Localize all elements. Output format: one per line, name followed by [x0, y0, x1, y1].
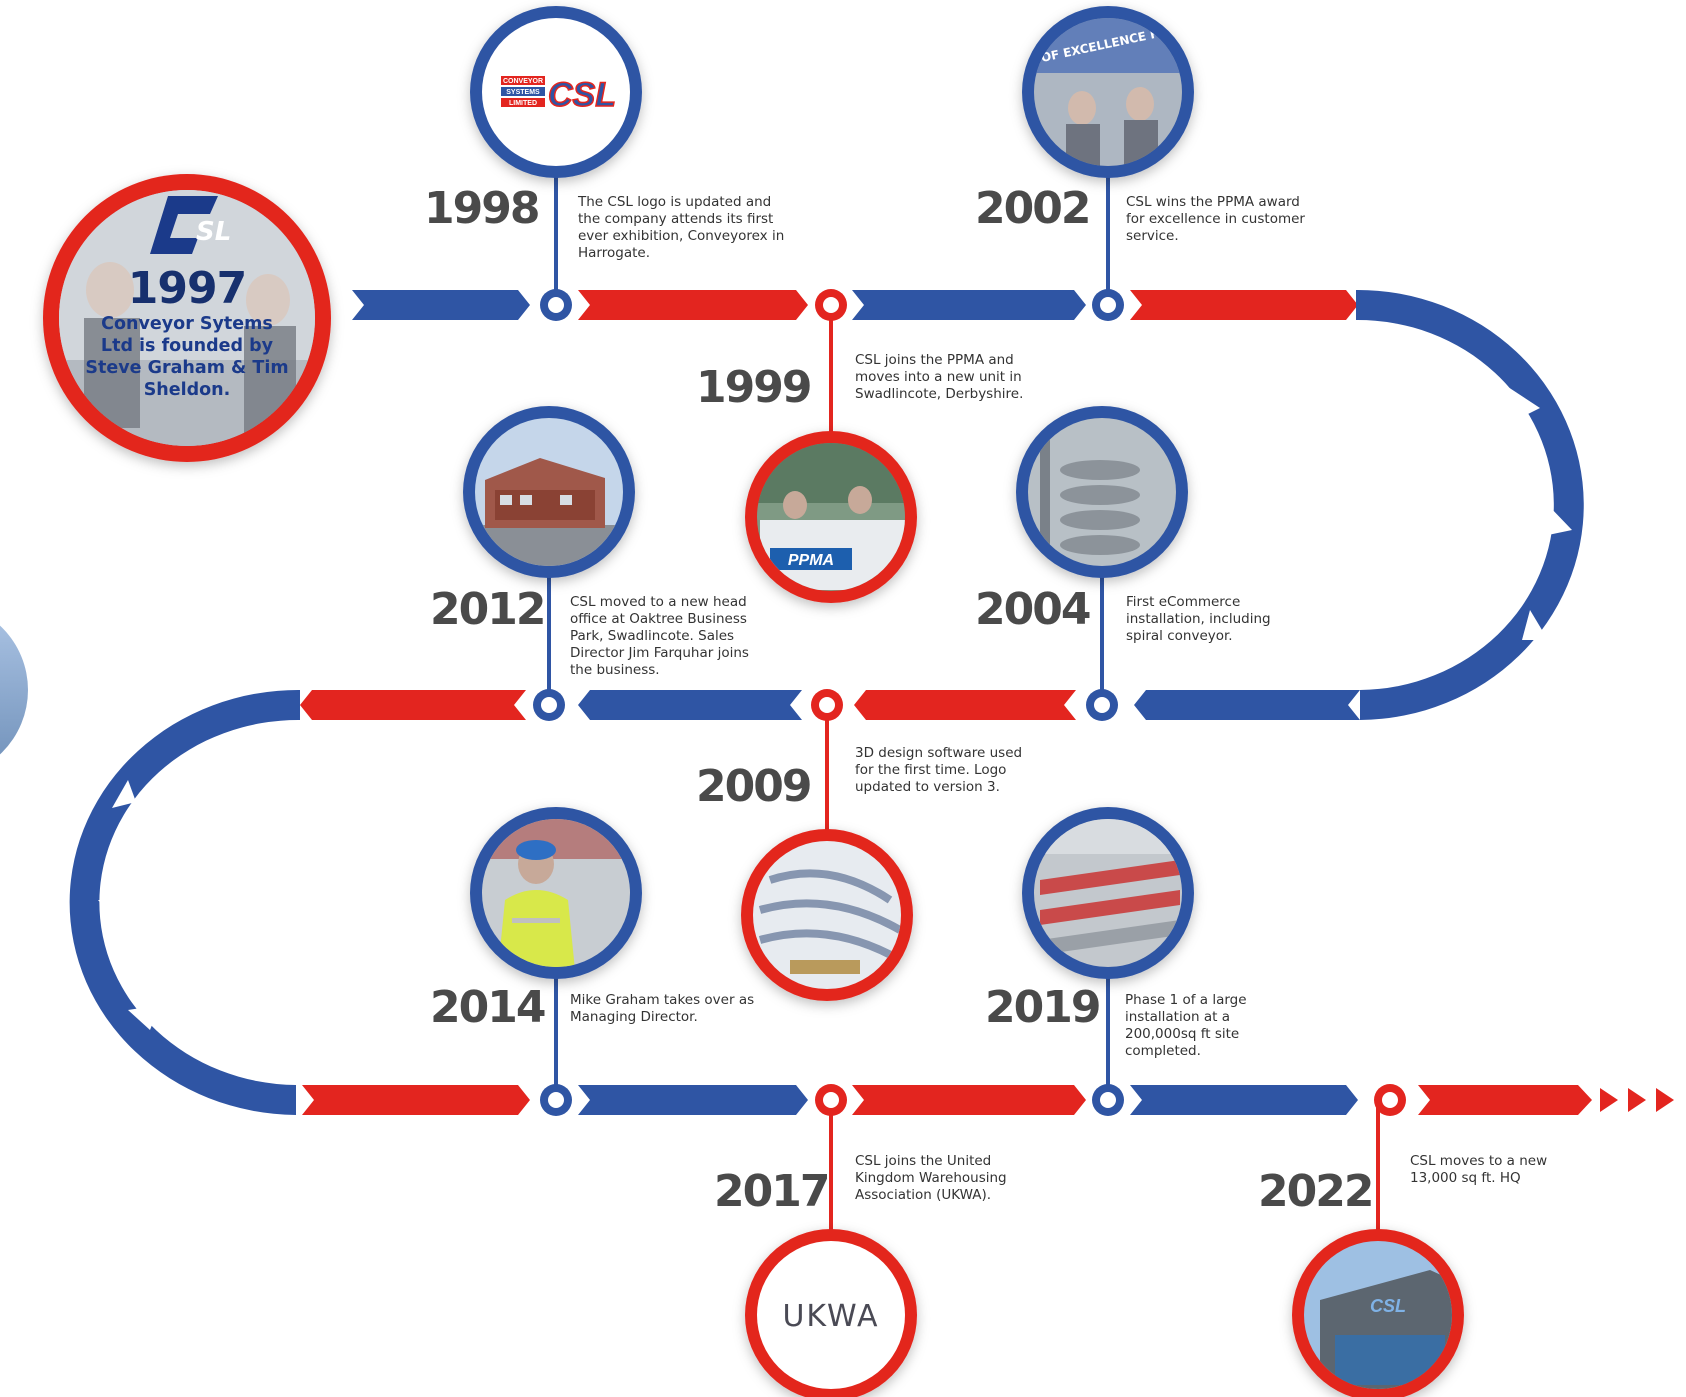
desc-2022: CSL moves to a new 13,000 sq ft. HQ	[1410, 1153, 1548, 1186]
csl-logo-line3: LIMITED	[509, 100, 537, 107]
origin-text-block: 1997 Conveyor Sytems Ltd is founded by S…	[44, 175, 330, 461]
year-2002: 2002	[975, 183, 1091, 234]
desc-2017: CSL joins the United Kingdom Warehousing…	[855, 1153, 1007, 1203]
node-2019	[1092, 1084, 1124, 1116]
timeline-nodes	[533, 289, 1406, 1116]
ukwa-logo-icon: UKWA	[782, 1299, 879, 1334]
origin-photo	[59, 190, 315, 446]
year-2012: 2012	[430, 584, 546, 635]
year-1998: 1998	[424, 183, 540, 234]
milestone-2002-image: CSL RECEIVE AWARD OF EXCELLENCE FOR CUST…	[1022, 6, 1194, 178]
csl-logo-line2: SYSTEMS	[506, 89, 540, 96]
csl-logo-mark: CSL	[548, 76, 616, 114]
desc-2012: CSL moved to a new head office at Oaktre…	[570, 594, 749, 678]
csl-logo-icon: CONVEYOR SYSTEMS LIMITED CSL	[501, 75, 617, 115]
node-2002	[1092, 289, 1124, 321]
csl-logo-line1: CONVEYOR	[503, 78, 543, 85]
milestone-1998-image: CONVEYOR SYSTEMS LIMITED CSL	[470, 6, 642, 178]
milestone-2012-image	[463, 406, 635, 578]
milestone-2022-image: CSL	[1292, 1229, 1464, 1397]
year-2017: 2017	[714, 1166, 830, 1217]
year-2014: 2014	[430, 982, 546, 1033]
desc-2019: Phase 1 of a large installation at a 200…	[1125, 992, 1247, 1059]
milestone-stems	[547, 160, 1380, 1245]
year-2004: 2004	[975, 584, 1091, 635]
node-2004	[1086, 689, 1118, 721]
node-2012	[533, 689, 565, 721]
ppma-label: PPMA	[788, 552, 834, 569]
milestone-1999-image: PPMA	[745, 431, 917, 603]
milestone-2009-image	[741, 829, 913, 1001]
timeline-row-2	[300, 690, 1360, 720]
node-1998	[540, 289, 572, 321]
csl-origin-logo-icon: SL	[150, 196, 231, 254]
timeline-row-1	[352, 290, 1358, 320]
node-2022	[1374, 1084, 1406, 1116]
year-2009: 2009	[696, 761, 812, 812]
desc-2014: Mike Graham takes over as Managing Direc…	[570, 992, 755, 1025]
node-2014	[540, 1084, 572, 1116]
desc-1998: The CSL logo is updated and the company …	[578, 194, 785, 261]
origin-year: 1997	[127, 263, 247, 314]
node-2009	[811, 689, 843, 721]
year-2022: 2022	[1258, 1166, 1374, 1217]
year-1999: 1999	[696, 362, 812, 413]
timeline-curve-left	[69, 689, 300, 1115]
timeline-curve-right	[1356, 289, 1584, 720]
milestone-2017-image: UKWA	[745, 1229, 917, 1397]
node-1999	[815, 289, 847, 321]
milestone-2014-image	[470, 807, 642, 979]
milestone-2004-image	[1016, 406, 1188, 578]
desc-1999: CSL joins the PPMA and moves into a new …	[855, 352, 1024, 402]
milestone-2019-image	[1022, 807, 1194, 979]
desc-2002: CSL wins the PPMA award for excellence i…	[1126, 194, 1305, 244]
node-2017	[815, 1084, 847, 1116]
origin-logo-text: SL	[196, 217, 231, 247]
desc-2009: 3D design software used for the first ti…	[855, 745, 1023, 795]
year-2019: 2019	[985, 982, 1101, 1033]
cropped-photo-left	[0, 625, 28, 755]
origin-description: Conveyor Sytems Ltd is founded by Steve …	[85, 314, 289, 400]
timeline-row-3	[302, 1085, 1674, 1115]
hq-sign-text: CSL	[1370, 1296, 1406, 1316]
desc-2004: First eCommerce installation, including …	[1126, 594, 1271, 644]
